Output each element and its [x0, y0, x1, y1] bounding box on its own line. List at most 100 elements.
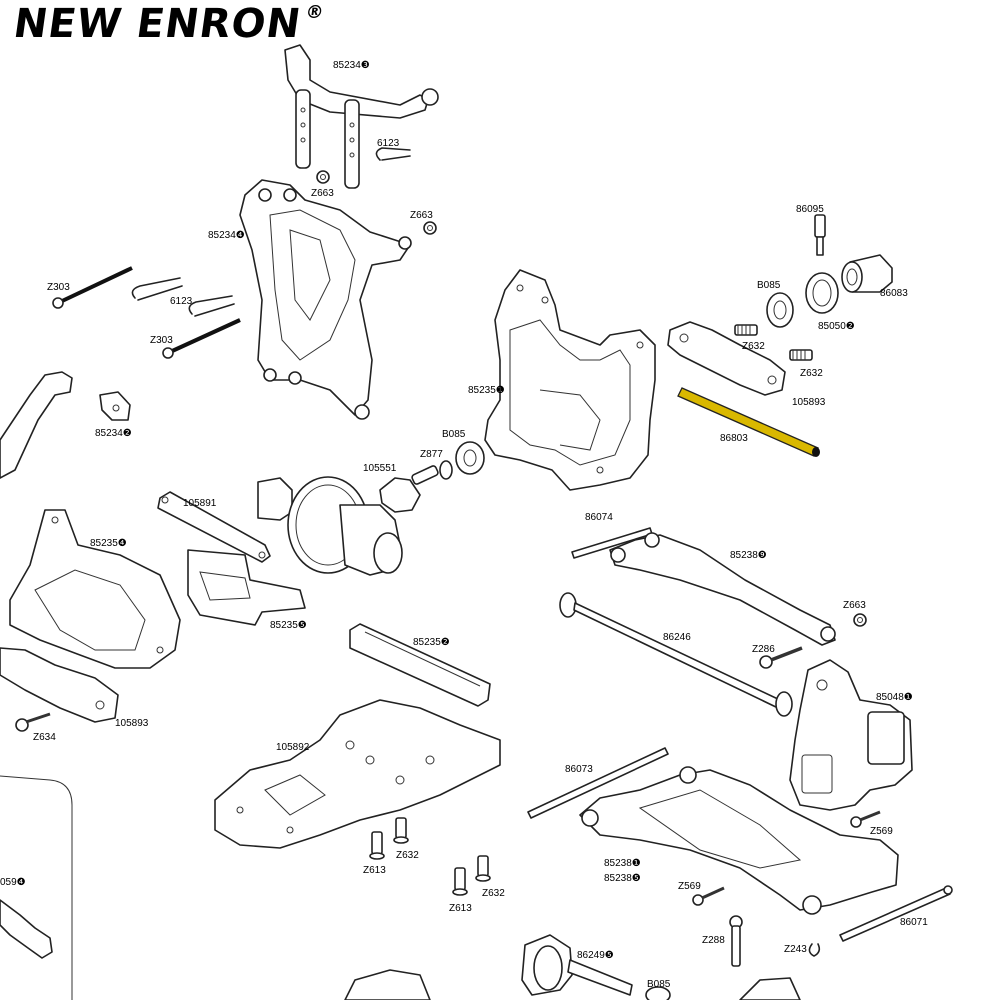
label-z613-a: Z613: [363, 865, 386, 876]
label-z613-b: Z613: [449, 903, 472, 914]
screw-z632-a: [734, 324, 758, 336]
suspension-arm-85238-1: [579, 766, 899, 915]
link-105891: [157, 491, 271, 563]
nut-z663-b: [423, 221, 437, 235]
label-85235-1: 85235❶: [468, 385, 505, 396]
label-85235-5: 85235❺: [270, 620, 307, 631]
differential-assembly: [257, 476, 403, 576]
label-105893-a: 105893: [792, 397, 826, 408]
label-6123-b: 6123: [170, 296, 193, 307]
label-85235-2: 85235❷: [413, 637, 450, 648]
label-86246: 86246: [663, 632, 691, 643]
label-z569-b: Z569: [678, 881, 701, 892]
screw-z286: [759, 646, 803, 669]
lower-right-part-partial: [739, 977, 801, 1000]
label-b085-a: B085: [757, 280, 781, 291]
label-85048-1: 85048❶: [876, 692, 913, 703]
label-85234-4: 85234❹: [208, 230, 245, 241]
screw-z632-c: [393, 817, 409, 844]
label-105893-b: 105893: [115, 718, 149, 729]
label-z877: Z877: [420, 449, 443, 460]
clip-6123-b: [131, 277, 183, 301]
label-86083: 86083: [880, 288, 908, 299]
label-86249-5: 86249❺: [577, 950, 614, 961]
label-z569-a: Z569: [870, 826, 893, 837]
hinge-pin-86803-highlighted: [677, 387, 820, 457]
label-86074: 86074: [585, 512, 613, 523]
label-86803: 86803: [720, 433, 748, 444]
label-105891: 105891: [183, 498, 217, 509]
label-059-4: 059❹: [0, 877, 26, 888]
bearing-b085-b: [455, 441, 485, 475]
lower-housing-partial: [344, 969, 431, 1000]
hinge-brace-105893-a: [667, 321, 786, 396]
label-105892: 105892: [276, 742, 310, 753]
screw-z288: [729, 915, 743, 967]
bar-85235-2: [349, 623, 491, 707]
nut-z663-c: [853, 613, 867, 627]
screw-z569-b: [692, 886, 725, 906]
screw-z632-b: [789, 349, 813, 361]
body-mount-85234-3: [284, 44, 439, 189]
bearing-b085-c: [645, 986, 671, 1000]
label-z243: Z243: [784, 944, 807, 955]
label-85234-2: 85234❷: [95, 428, 132, 439]
label-z634: Z634: [33, 732, 56, 743]
hinge-pin-86071: [839, 885, 953, 942]
suspension-arm-85238-9: [609, 532, 836, 646]
bracket-85234-2: [99, 391, 131, 421]
label-85238-1: 85238❶: [604, 858, 641, 869]
wing-mount-arm: [0, 371, 73, 479]
label-z663-a: Z663: [311, 188, 334, 199]
clip-6123-a: [375, 147, 411, 161]
screw-z613-b: [452, 867, 468, 896]
screw-z613-a: [369, 831, 385, 860]
label-85238-9: 85238❾: [730, 550, 767, 561]
shock-tower-85234-4: [239, 179, 412, 420]
label-86095: 86095: [796, 204, 824, 215]
gearbox-85235-1: [484, 269, 656, 491]
label-z632-d: Z632: [482, 888, 505, 899]
shim-z877: [439, 460, 453, 480]
inset-frame: [0, 775, 73, 1000]
label-z663-c: Z663: [843, 600, 866, 611]
label-z632-c: Z632: [396, 850, 419, 861]
clip-z243: [808, 943, 821, 957]
hinge-pin-86073: [527, 747, 669, 819]
label-z286: Z286: [752, 644, 775, 655]
label-z288: Z288: [702, 935, 725, 946]
label-z663-b: Z663: [410, 210, 433, 221]
screw-z569-a: [850, 810, 881, 828]
screw-z634: [15, 712, 51, 732]
pin-86095: [814, 214, 826, 256]
screw-z303-a: [52, 266, 133, 309]
label-85050-2: 85050❷: [818, 321, 855, 332]
pinion-105551: [379, 465, 439, 513]
label-86071: 86071: [900, 917, 928, 928]
driveshaft-86246: [559, 592, 793, 717]
label-6123-a: 6123: [377, 138, 400, 149]
label-z632-a: Z632: [742, 341, 765, 352]
clip-6123-c: [188, 295, 235, 317]
label-z632-b: Z632: [800, 368, 823, 379]
chassis-plate-105892: [214, 699, 501, 849]
screw-z632-d: [475, 855, 491, 882]
label-86073: 86073: [565, 764, 593, 775]
screw-z303-b: [162, 318, 241, 359]
drive-cup-86083: [841, 254, 893, 293]
label-85234-3: 85234❸: [333, 60, 370, 71]
nut-z663-a: [316, 170, 330, 184]
label-105551: 105551: [363, 463, 397, 474]
drive-cup-86249-5: [521, 934, 633, 996]
hinge-brace-105893-b: [0, 647, 119, 723]
label-b085-b: B085: [442, 429, 466, 440]
drive-cup-85050-2: [805, 272, 839, 314]
label-z303-a: Z303: [47, 282, 70, 293]
label-85238-5: 85238❺: [604, 873, 641, 884]
label-b085-c: B085: [647, 979, 671, 990]
label-z303-b: Z303: [150, 335, 173, 346]
bearing-b085-a: [766, 292, 794, 328]
hub-carrier-85048-1: [789, 659, 913, 811]
gearbox-85235-4: [9, 509, 181, 669]
